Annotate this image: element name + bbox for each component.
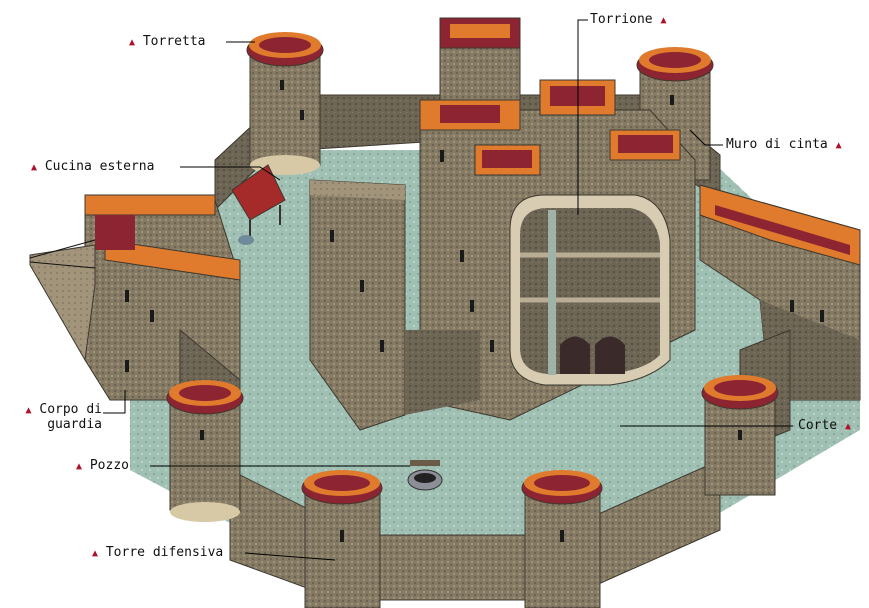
triangle-up-icon: ▲ — [660, 15, 666, 26]
round-tower-left-front — [167, 380, 243, 522]
triangle-up-icon: ▲ — [845, 421, 851, 432]
triangle-up-icon: ▲ — [26, 405, 32, 416]
label-corte-text: Corte — [798, 418, 837, 433]
label-corpo-text: Corpo di — [39, 402, 102, 417]
triangle-up-icon: ▲ — [836, 140, 842, 151]
label-cucina-esterna-text: Cucina esterna — [45, 159, 155, 174]
label-corte[interactable]: Corte ▲ — [798, 419, 851, 434]
label-torre-difensiva[interactable]: ▲ Torre difensiva — [92, 546, 223, 561]
label-torretta-text: Torretta — [143, 34, 206, 49]
label-corpo-di-guardia[interactable]: ▲ Corpo di guardia — [10, 403, 102, 432]
label-cucina-esterna[interactable]: ▲ Cucina esterna — [31, 160, 154, 175]
round-tower-right-front — [702, 375, 778, 495]
label-pozzo[interactable]: ▲ Pozzo — [76, 459, 129, 474]
triangle-up-icon: ▲ — [76, 461, 82, 472]
round-tower-front-center-right — [522, 470, 602, 608]
triangle-up-icon: ▲ — [92, 548, 98, 559]
front-wall-center — [375, 535, 525, 600]
label-muro-di-cinta-text: Muro di cinta — [726, 137, 828, 152]
triangle-up-icon: ▲ — [129, 37, 135, 48]
round-tower-front-center-left — [302, 470, 382, 608]
label-muro-di-cinta[interactable]: Muro di cinta ▲ — [726, 138, 842, 153]
label-torretta[interactable]: ▲ Torretta — [129, 35, 205, 50]
label-guardia-text: guardia — [10, 418, 102, 432]
round-tower-top-left — [247, 32, 323, 175]
label-torre-difensiva-text: Torre difensiva — [106, 545, 223, 560]
triangle-up-icon: ▲ — [31, 162, 37, 173]
label-torrione-text: Torrione — [590, 12, 653, 27]
label-torrione[interactable]: Torrione ▲ — [590, 13, 666, 28]
well — [408, 460, 442, 490]
label-pozzo-text: Pozzo — [90, 458, 129, 473]
